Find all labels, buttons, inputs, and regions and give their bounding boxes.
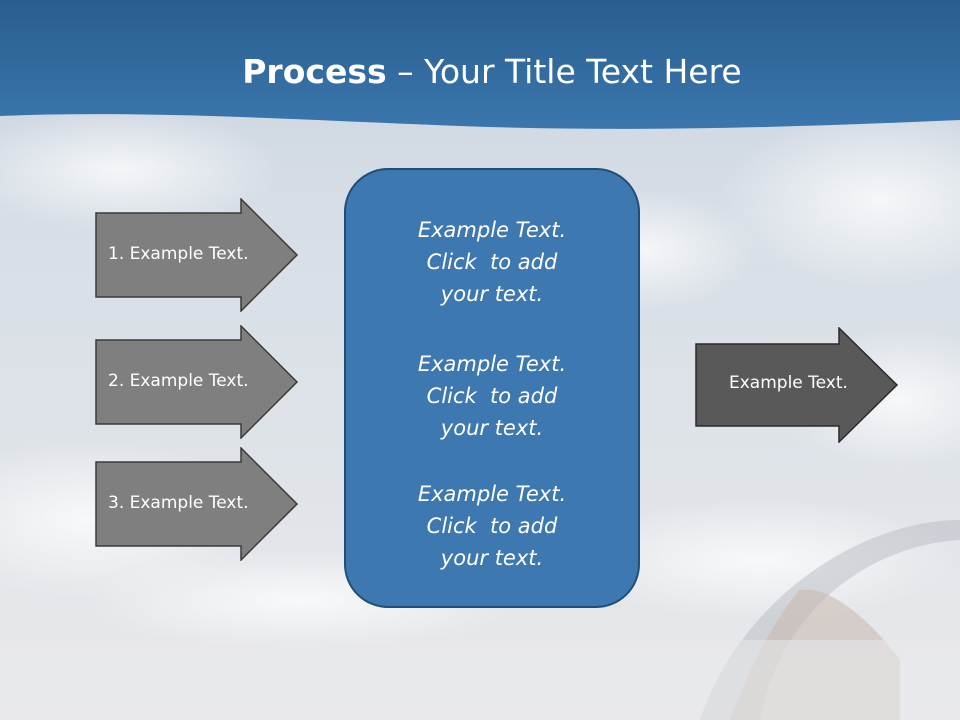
output-arrow: Example Text.: [695, 327, 899, 443]
input-arrow-label: 2. Example Text.: [108, 371, 249, 391]
process-item-line: Example Text.: [417, 352, 567, 376]
output-arrow-label: Example Text.: [729, 373, 848, 393]
arrow-shape-icon: [95, 325, 299, 439]
process-item-2: Example Text. Click to add your text.: [346, 348, 638, 444]
input-arrow-3: 3. Example Text.: [95, 447, 299, 561]
input-arrow-2: 2. Example Text.: [95, 325, 299, 439]
process-item-line: Click to add: [426, 384, 558, 408]
arrow-shape-icon: [95, 447, 299, 561]
process-item-line: your text.: [440, 546, 544, 570]
process-item-line: Example Text.: [417, 218, 567, 242]
title-bold: Process: [242, 52, 387, 91]
arrow-shape-icon: [695, 327, 899, 443]
process-item-line: your text.: [440, 416, 544, 440]
input-arrow-1: 1. Example Text.: [95, 198, 299, 312]
slide-title: Process – Your Title Text Here: [0, 52, 960, 91]
title-rest: – Your Title Text Here: [386, 52, 742, 91]
process-box: Example Text. Click to add your text. Ex…: [344, 168, 640, 608]
arrow-shape-icon: [95, 198, 299, 312]
process-item-line: Click to add: [426, 514, 558, 538]
process-item-3: Example Text. Click to add your text.: [346, 478, 638, 574]
input-arrow-label: 1. Example Text.: [108, 244, 249, 264]
process-item-1: Example Text. Click to add your text.: [346, 214, 638, 310]
input-arrow-label: 3. Example Text.: [108, 493, 249, 513]
process-item-line: Click to add: [426, 250, 558, 274]
process-item-line: Example Text.: [417, 482, 567, 506]
process-item-line: your text.: [440, 282, 544, 306]
